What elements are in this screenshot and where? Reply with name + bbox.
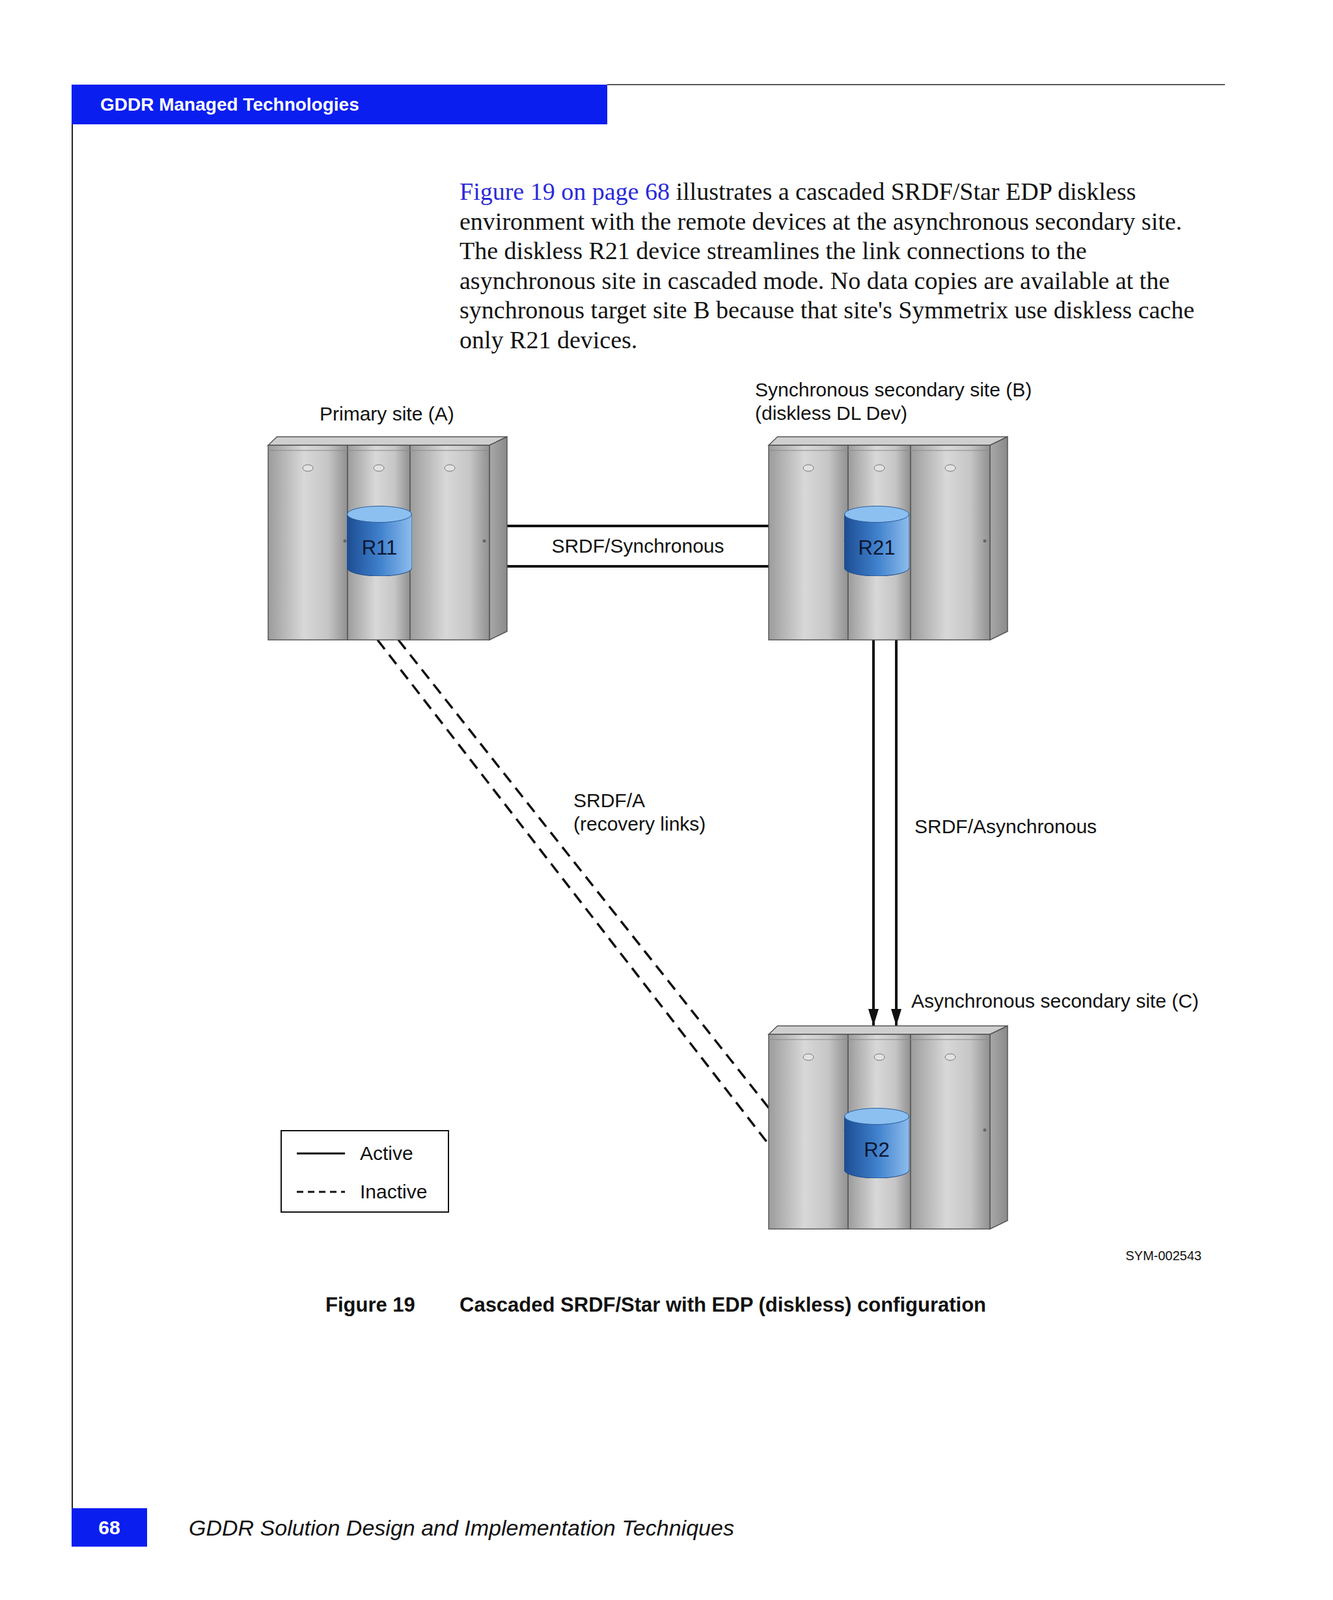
cabinet-side [989,1025,1008,1229]
legend-line [296,1152,345,1155]
legend-sample [296,1180,347,1204]
cabinet-panel [768,1034,849,1229]
cabinet-badge [874,1053,885,1061]
cabinet-handle [482,539,487,543]
cylinder-top [844,506,910,523]
page-number-box: 68 [71,1508,148,1547]
cylinder-body [844,1116,910,1179]
device-label: R2 [863,1139,890,1160]
site-label: Asynchronous secondary site (C) [911,989,1199,1013]
legend-box: ActiveInactive [280,1129,450,1213]
cabinet-handle [983,1128,987,1132]
cylinder-text-area: R11 [346,522,413,573]
cabinet-panel [910,445,990,640]
cylinder-text-area: R2 [844,1124,910,1175]
cabinet-top [768,436,1008,446]
site-label: Primary site (A) [319,402,455,426]
replication-link [873,639,897,1026]
cabinet-handle [343,539,347,543]
legend-sample [296,1141,347,1166]
site-label: Synchronous secondary site (B) (diskless… [755,378,1045,426]
link-line [894,639,898,1026]
cabinet-panel [268,445,348,640]
legend-row: Inactive [281,1180,448,1204]
cabinet-top [268,436,508,446]
figure-caption: Cascaded SRDF/Star with EDP (diskless) c… [459,1293,987,1317]
link-line [507,564,769,568]
recovery-link [377,639,769,1145]
cylinder-text-area: R21 [844,522,910,573]
figure-number: Figure 19 [325,1293,416,1317]
device-cylinder: R21 [844,505,910,577]
cabinet-badge [874,464,885,472]
cabinet-badge [302,464,314,472]
cabinet-badge [945,1053,956,1061]
cylinder-top [347,506,413,523]
cabinet-trim [268,450,490,452]
cabinet-trim [768,1039,990,1041]
link-line [398,639,769,1108]
cylinder-top [844,1108,910,1125]
running-header: GDDR Managed Technologies [100,94,360,116]
header-band: GDDR Managed Technologies [71,84,608,125]
cabinet-side [989,436,1008,640]
legend-row: Active [281,1141,448,1166]
link-label: SRDF/Synchronous [548,534,727,558]
cabinet-panel [910,1034,990,1229]
page-number: 68 [98,1516,120,1539]
link-line [377,639,769,1145]
cabinet-trim [768,450,990,452]
legend-line [296,1191,345,1194]
cabinet-badge [803,464,814,472]
cabinet-badge [945,464,956,472]
cylinder-body [844,514,910,577]
cabinet-handle [983,539,987,543]
legend-text: Active [359,1141,414,1166]
cabinet-side [489,436,508,640]
device-label: R11 [361,537,398,558]
link-label: SRDF/A (recovery links) [570,788,716,836]
link-label: SRDF/Asynchronous [911,814,1100,839]
device-cylinder: R11 [346,505,413,577]
margin-rule [71,84,73,1547]
footer-title: GDDR Solution Design and Implementation … [188,1515,735,1541]
storage-cabinet: Primary site (A)R11 [268,436,508,640]
legend-text: Inactive [359,1180,427,1204]
cabinet-badge [803,1053,814,1061]
paragraph: Figure 19 on page 68illustrates a cascad… [459,177,1210,355]
header-rule [607,83,1225,86]
figure-id: SYM-002543 [1125,1248,1202,1264]
cylinder-body [346,514,413,577]
device-cylinder: R2 [844,1107,910,1179]
link-line [872,639,875,1026]
cabinet-top [768,1025,1008,1035]
link-line [507,524,769,528]
device-label: R21 [858,537,896,558]
cabinet-panel [410,445,490,640]
figure-reference: Figure 19 on page 68 [459,177,670,206]
cabinet-panel [768,445,849,640]
cabinet-badge [373,464,385,472]
cabinet-badge [444,464,455,472]
storage-cabinet: Asynchronous secondary site (C)R2 [768,1025,1008,1229]
replication-link [507,525,769,567]
storage-cabinet: Synchronous secondary site (B) (diskless… [768,436,1008,640]
